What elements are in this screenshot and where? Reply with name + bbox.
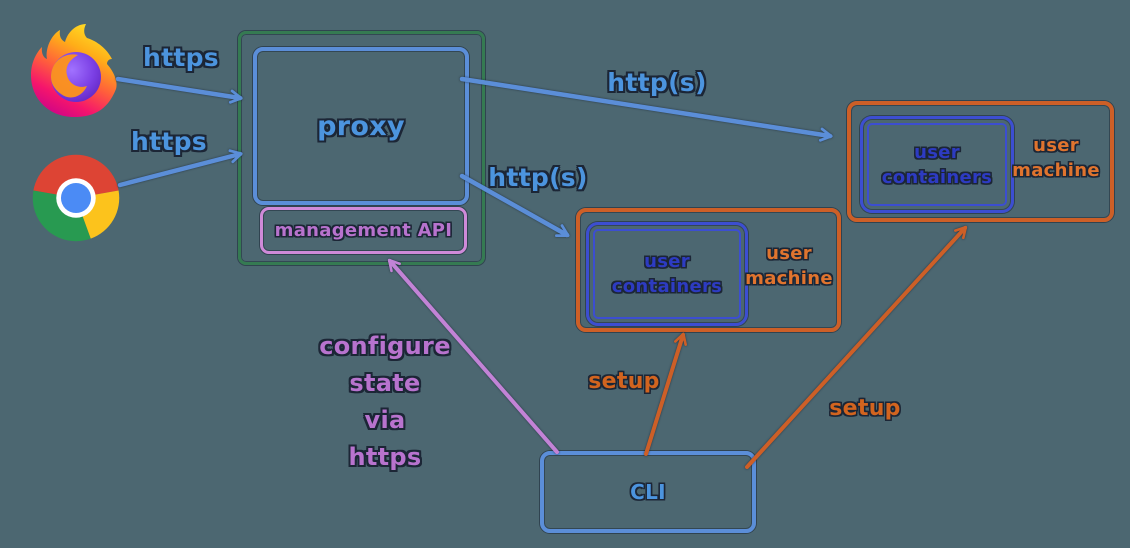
proxy-label: proxy bbox=[317, 110, 405, 142]
chrome-icon bbox=[29, 151, 123, 245]
configure-state-label: configure state via https bbox=[319, 332, 451, 471]
arrow-cli-setup-machine1 bbox=[644, 332, 687, 456]
arrow-firefox-to-proxy bbox=[115, 76, 243, 104]
management-api-label: management API bbox=[274, 220, 453, 241]
firefox-logo-svg bbox=[31, 24, 117, 117]
user-machine-box-2: user containers user machine bbox=[847, 101, 1114, 222]
https-label-chrome: https bbox=[131, 127, 207, 156]
https-label-machine1: http(s) bbox=[488, 163, 588, 192]
user-containers-box-1: user containers bbox=[586, 222, 748, 326]
chrome-logo-svg bbox=[32, 154, 120, 242]
https-label-machine2: http(s) bbox=[607, 68, 707, 97]
user-machine-box-1: user containers user machine bbox=[576, 208, 841, 332]
user-containers-box-2: user containers bbox=[860, 116, 1014, 213]
arrow-chrome-to-proxy bbox=[117, 149, 243, 188]
proxy-host-group-box bbox=[238, 31, 485, 265]
user-containers-label-2: user containers bbox=[881, 141, 993, 188]
firefox-icon bbox=[24, 20, 124, 120]
user-machine-label-2: user machine bbox=[1012, 135, 1100, 181]
setup-label-machine2: setup bbox=[829, 396, 901, 421]
user-machine-label-1: user machine bbox=[745, 243, 833, 289]
cli-label: CLI bbox=[630, 480, 666, 504]
setup-label-machine1: setup bbox=[588, 369, 660, 394]
https-label-firefox: https bbox=[143, 43, 219, 72]
proxy-box: proxy bbox=[253, 47, 469, 205]
user-containers-label-1: user containers bbox=[611, 251, 723, 297]
cli-box: CLI bbox=[540, 451, 756, 533]
management-api-box: management API bbox=[260, 207, 467, 254]
